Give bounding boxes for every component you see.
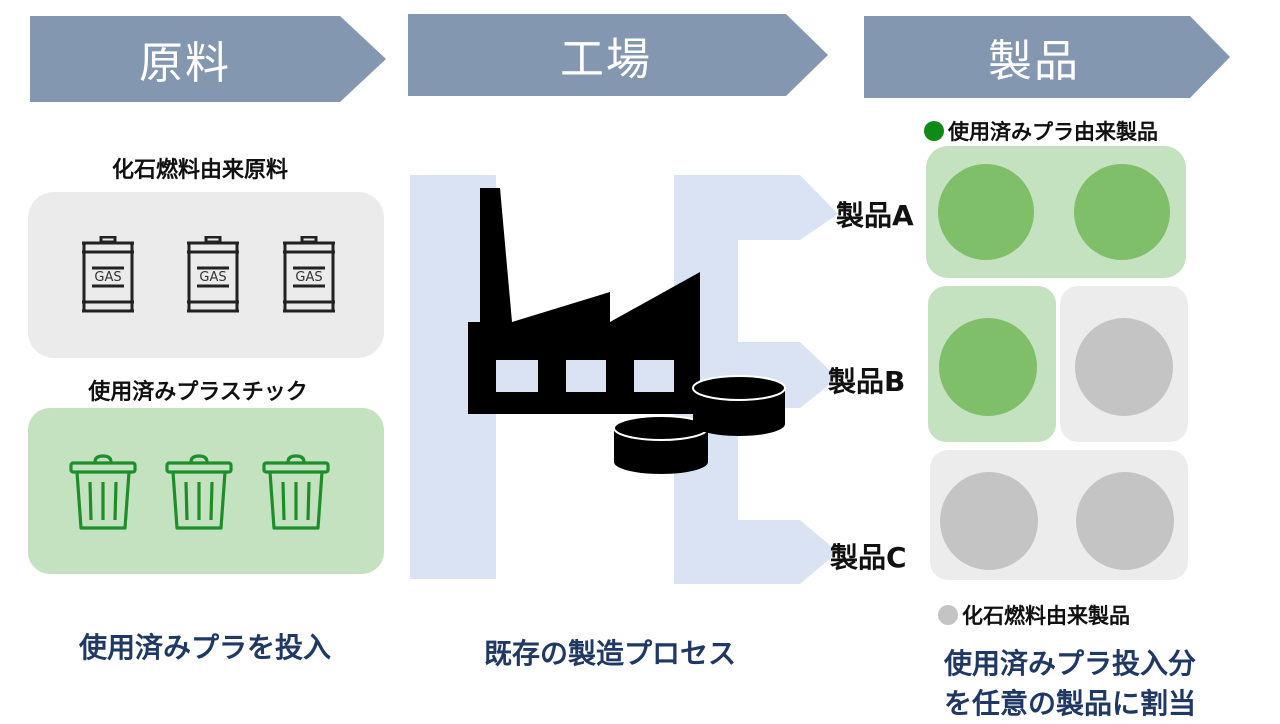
- grey-dot-icon: [938, 605, 958, 625]
- pellet-disks-icon: [613, 375, 786, 474]
- recycled-share-circle: [1074, 164, 1170, 260]
- footer-right-caption: 使用済みプラ投入分 を任意の製品に割当: [943, 647, 1196, 720]
- header-factory: 工場: [408, 14, 828, 96]
- header-products: 製品: [864, 16, 1230, 98]
- recycled-plastic-box: [28, 408, 384, 574]
- product-b-label: 製品B: [828, 365, 906, 398]
- product-a-label: 製品A: [836, 199, 914, 232]
- fossil-share-circle: [1075, 318, 1173, 416]
- product-c-box: [930, 450, 1188, 580]
- chevron-arrow-shape: [408, 14, 828, 96]
- chevron-arrow-shape: [864, 16, 1230, 98]
- recycled-plastic-label: 使用済みプラスチック: [88, 380, 308, 405]
- fossil-share-circle: [940, 472, 1038, 570]
- chevron-arrow-shape: [30, 16, 386, 102]
- legend-fossil: 化石燃料由来製品: [938, 600, 1130, 630]
- fossil-raw-box: [28, 192, 384, 358]
- product-a-box: [926, 146, 1186, 278]
- trash-bin-icon: [68, 454, 138, 536]
- header-raw-label: 原料: [139, 38, 231, 89]
- barrel-label: GAS: [295, 270, 323, 285]
- header-factory-label: 工場: [560, 34, 652, 85]
- footer-middle-caption: 既存の製造プロセス: [483, 637, 736, 670]
- fossil-share-circle: [1076, 472, 1174, 570]
- legend-recycled-text: 使用済みプラ由来製品: [948, 120, 1158, 144]
- legend-recycled: 使用済みプラ由来製品: [924, 116, 1158, 146]
- recycled-share-circle: [938, 164, 1034, 260]
- recycled-share-circle: [939, 318, 1037, 416]
- trash-bin-icon: [261, 454, 331, 536]
- header-raw-materials: 原料: [30, 16, 386, 102]
- footer-left-caption: 使用済みプラを投入: [78, 631, 331, 664]
- legend-fossil-text: 化石燃料由来製品: [962, 604, 1130, 628]
- header-products-label: 製品: [988, 36, 1080, 87]
- green-dot-icon: [924, 121, 944, 141]
- product-b-recycled-box: [928, 286, 1056, 442]
- product-b-fossil-box: [1060, 286, 1188, 442]
- gas-barrel-icon: GAS: [183, 235, 243, 318]
- barrel-label: GAS: [94, 270, 122, 285]
- gas-barrel-icon: GAS: [279, 235, 339, 318]
- fossil-raw-label: 化石燃料由来原料: [111, 158, 288, 183]
- gas-barrel-icon: GAS: [78, 235, 138, 318]
- factory-icon: [468, 188, 700, 414]
- product-c-label: 製品C: [830, 541, 907, 574]
- barrel-label: GAS: [199, 270, 227, 285]
- trash-bin-icon: [164, 454, 234, 536]
